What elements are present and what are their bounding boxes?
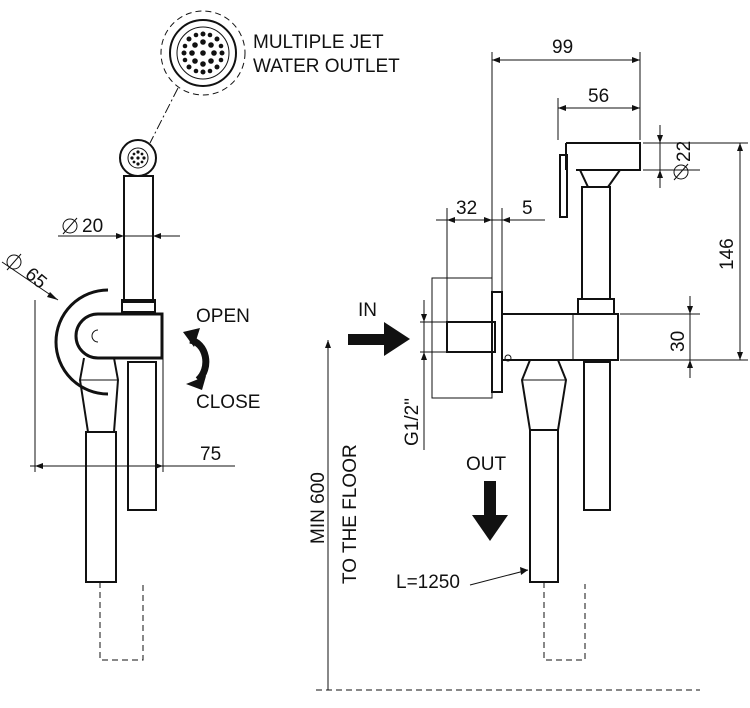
dim-146-value: 146 [717, 238, 738, 270]
holder-body [74, 312, 164, 360]
out-label: OUT [466, 454, 507, 475]
hose-length-callout: L=1250 [396, 567, 529, 593]
dim-146: 146 [620, 142, 748, 361]
in-arrow-icon [348, 322, 410, 356]
outlet-label-line2: WATER OUTLET [253, 56, 400, 77]
wall-section [431, 277, 493, 399]
dim-dia-22-value: 22 [674, 141, 695, 162]
handshower-handle [123, 175, 154, 303]
dim-99: 99 [491, 37, 641, 290]
outlet-detail [160, 10, 246, 96]
dim-99-value: 99 [552, 37, 573, 58]
thread-label: G1/2" [402, 398, 423, 446]
dim-dia-22: 22 [643, 125, 700, 188]
outlet-label-line1: MULTIPLE JET [253, 32, 384, 53]
dim-30-value: 30 [668, 331, 689, 352]
handle-ring-side [577, 298, 615, 315]
dim-32-value: 32 [456, 198, 477, 219]
min-label-line2: TO THE FLOOR [340, 444, 361, 584]
dim-dia-65: 65 [1, 253, 59, 301]
out-arrow-icon [472, 481, 508, 541]
close-label: CLOSE [196, 392, 260, 413]
hose-length-label: L=1250 [396, 572, 460, 593]
valve-body [501, 313, 619, 361]
dim-dia-65-value: 65 [21, 264, 51, 294]
handshower-trigger [559, 154, 568, 218]
outlet-connector [520, 359, 568, 431]
hose-out-continuation [543, 582, 586, 661]
dim-5-value: 5 [522, 198, 533, 219]
jet-holes [181, 31, 225, 75]
hose-continuation [99, 582, 144, 661]
handshower-spray-head [566, 142, 641, 171]
front-view: MULTIPLE JET WATER OUTLET [1, 10, 400, 661]
wall-flange-side [491, 291, 503, 393]
handshower-handle-side [581, 186, 611, 300]
dim-thread: G1/2" [402, 300, 447, 450]
open-label: OPEN [196, 306, 250, 327]
dim-32: 32 5 [436, 198, 545, 322]
hose-shower [583, 361, 611, 511]
hose-out [529, 429, 559, 583]
dim-dia-20: 20 [58, 216, 180, 239]
hose-connector [78, 357, 120, 433]
in-label: IN [358, 300, 377, 321]
handshower-head [119, 139, 157, 177]
wall-flange [54, 288, 109, 396]
dim-30: 30 [620, 296, 700, 378]
embedded-valve [446, 321, 496, 353]
side-view: IN OUT 99 56 [308, 37, 748, 691]
dim-75: 75 [30, 300, 235, 472]
detail-leader [149, 87, 179, 144]
hose-right [127, 361, 157, 511]
dim-dia-20-value: 20 [82, 216, 103, 237]
rotation-arrow-icon [183, 328, 210, 390]
dim-56: 56 [557, 86, 640, 140]
dim-min-600: MIN 600 TO THE FLOOR [308, 340, 700, 691]
hose-left [85, 431, 117, 583]
min-label-line1: MIN 600 [308, 472, 329, 544]
handle-ring [121, 299, 156, 313]
dim-56-value: 56 [588, 86, 609, 107]
dim-75-value: 75 [200, 444, 221, 465]
